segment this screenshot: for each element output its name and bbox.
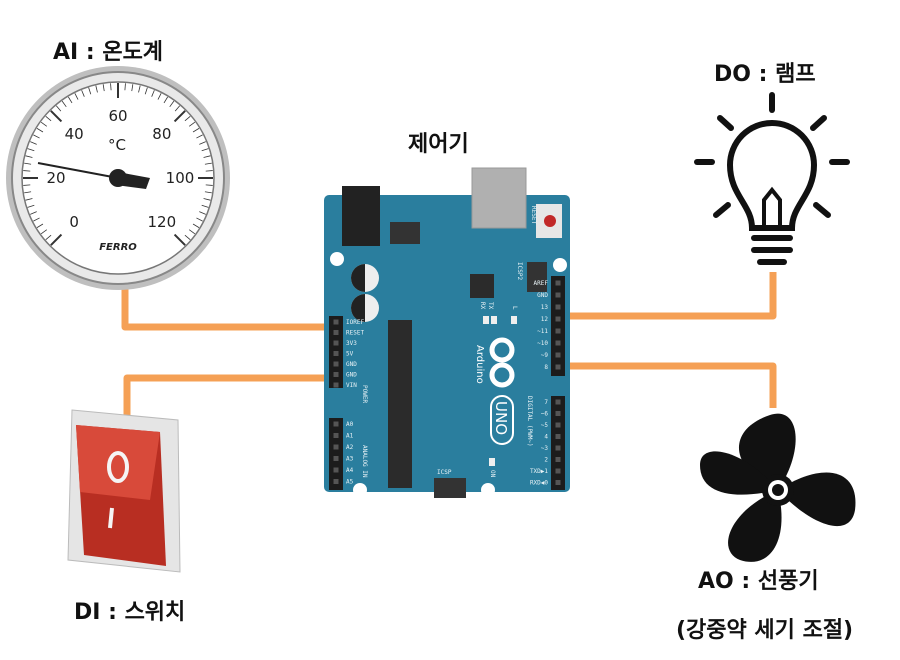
digital-pin-label: ~10	[537, 340, 548, 347]
reset-label: RESET	[530, 206, 537, 224]
on-label: ON	[489, 470, 496, 478]
header-pin	[333, 444, 339, 450]
digital-pin-label: ~3	[541, 445, 549, 452]
wires	[121, 272, 777, 420]
header-pin	[555, 468, 561, 474]
left-pin-label: GND	[346, 372, 357, 379]
wire-thermometer	[121, 280, 342, 331]
digital-pin-label: 12	[541, 316, 549, 323]
header-pin	[333, 382, 339, 388]
left-pin-label: VIN	[346, 382, 357, 389]
header-pin	[333, 372, 339, 377]
digital-label: DIGITAL (PWM~)	[526, 396, 533, 447]
thermometer-tick-label: 100	[166, 169, 195, 187]
header-pin	[555, 364, 561, 370]
switch-label: DI : 스위치	[74, 600, 186, 625]
header-pin	[555, 304, 561, 310]
digital-pin-label: 2	[544, 457, 548, 464]
controller-label: 제어기	[408, 132, 469, 157]
lamp-label: DO : 램프	[714, 62, 816, 87]
switch-icon	[67, 409, 181, 573]
header-pin	[333, 330, 339, 335]
analog-pin-label: A4	[346, 467, 354, 474]
thermometer-icon: 0 20 40 60 80 100 120 °C FERRO	[6, 66, 230, 290]
digital-pin-label: 4	[544, 434, 548, 441]
header-pin	[555, 328, 561, 334]
wire-switch	[123, 374, 342, 420]
header-pin	[333, 467, 339, 473]
header-pin	[555, 399, 561, 405]
lamp-icon	[694, 92, 850, 265]
digital-pin-label: ~11	[537, 328, 548, 335]
header-pin	[333, 421, 339, 427]
tx-label: TX	[487, 302, 494, 310]
digital-pin-label: 8	[544, 364, 548, 371]
fan-icon	[700, 413, 856, 562]
digital-pin-label: ~9	[541, 352, 549, 359]
left-pin-label: GND	[346, 361, 357, 368]
wire-lamp	[552, 272, 777, 320]
header-pin	[333, 351, 339, 356]
digital-pin-label: TXD▶1	[530, 468, 548, 475]
left-pin-label: 5V	[346, 351, 354, 358]
header-pin	[555, 480, 561, 485]
arduino-model: UNO	[492, 401, 510, 435]
header-pin	[555, 316, 561, 322]
header-pin	[333, 340, 339, 346]
icsp2-label: ICSP2	[516, 262, 523, 280]
header-pin	[555, 280, 561, 286]
fan-label: AO : 선풍기	[698, 569, 819, 594]
header-pin	[333, 361, 339, 367]
thermometer-tick-label: 80	[152, 125, 171, 143]
header-pin	[555, 445, 561, 451]
icsp-label: ICSP	[437, 469, 452, 476]
header-pin	[333, 319, 339, 325]
digital-pin-label: GND	[537, 292, 548, 299]
left-pin-label: 3V3	[346, 340, 357, 347]
header-pin	[333, 433, 339, 438]
analog-pin-label: A3	[346, 456, 354, 463]
l-label: L	[511, 306, 518, 310]
header-pin	[555, 434, 561, 439]
thermometer-tick-label: 60	[108, 107, 127, 125]
thermometer-tick-label: 120	[148, 213, 177, 231]
header-pin	[555, 457, 561, 462]
header-pin	[333, 456, 339, 461]
analog-pin-label: A2	[346, 444, 354, 451]
thermometer-tick-label: 0	[69, 213, 79, 231]
fan-note: (강중약 세기 조절)	[676, 618, 854, 643]
digital-pin-label: 7	[544, 399, 548, 406]
wire-fan	[552, 362, 777, 408]
header-pin	[555, 422, 561, 428]
thermometer-label: AI : 온도계	[53, 40, 164, 65]
rx-label: RX	[479, 302, 486, 310]
thermometer-tick-label: 40	[65, 125, 84, 143]
thermometer-brand: FERRO	[99, 242, 137, 253]
header-pin	[333, 479, 339, 484]
analog-label: ANALOG IN	[361, 445, 368, 478]
power-label: POWER	[361, 385, 368, 403]
thermometer-tick-label: 20	[46, 169, 65, 187]
thermometer-unit: °C	[108, 136, 126, 154]
digital-pin-label: ~5	[541, 422, 549, 429]
digital-pin-label: AREF	[534, 280, 549, 287]
arduino-brand: Arduino	[474, 345, 485, 384]
analog-pin-label: A1	[346, 433, 354, 440]
analog-pin-label: A5	[346, 479, 354, 486]
arduino-logo	[489, 337, 515, 388]
header-pin	[555, 340, 561, 346]
left-pin-label: IOREF	[346, 319, 364, 326]
digital-pin-label: ~6	[541, 411, 549, 418]
left-pin-label: RESET	[346, 330, 364, 337]
header-pin	[555, 411, 561, 416]
header-pin	[555, 292, 561, 298]
digital-pin-label: RXD◀0	[530, 480, 548, 487]
analog-pin-label: A0	[346, 421, 354, 428]
header-pin	[555, 352, 561, 358]
digital-pin-label: 13	[541, 304, 549, 311]
